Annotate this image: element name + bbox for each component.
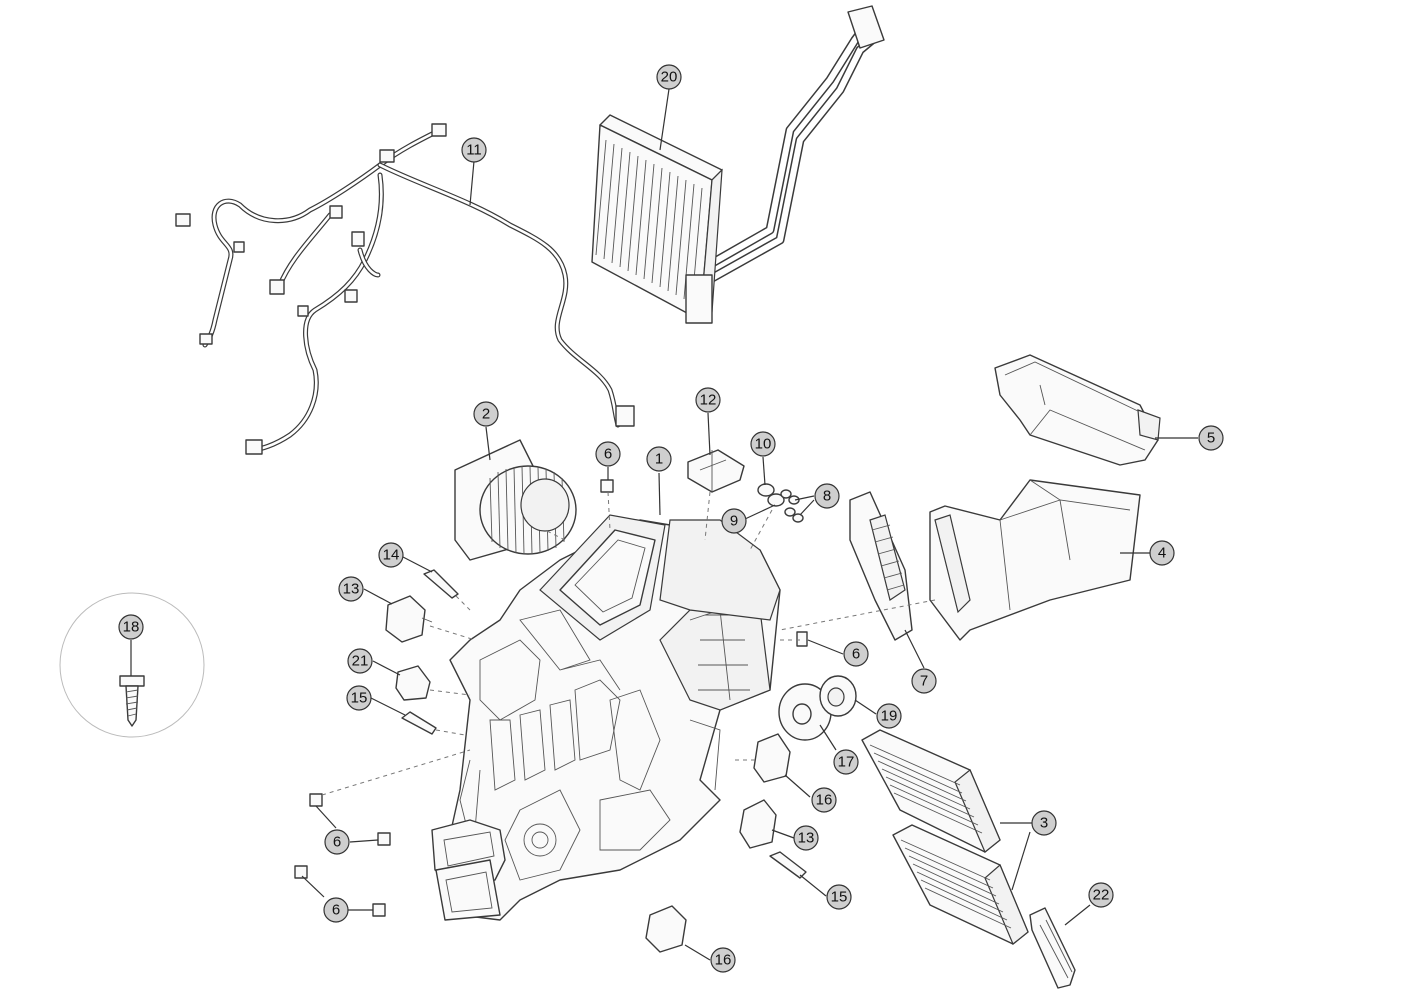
o-rings (757, 483, 804, 523)
clip-nuts (294, 479, 808, 917)
actuator-12 (687, 449, 745, 493)
callout-21: 21 (347, 648, 373, 674)
svg-text:4: 4 (1158, 545, 1166, 562)
assembly-lines (321, 491, 936, 796)
callout-2: 2 (473, 401, 499, 427)
blower-motor (454, 439, 577, 561)
connector-icon (615, 405, 635, 427)
leader-lines (130, 88, 1198, 961)
svg-text:1: 1 (655, 451, 663, 468)
callout-6-top: 6 (595, 441, 621, 467)
callout-4: 4 (1149, 540, 1175, 566)
svg-text:2: 2 (482, 406, 490, 423)
connector-icon (269, 279, 285, 295)
svg-text:10: 10 (755, 436, 772, 453)
filter-frame (849, 491, 913, 641)
callout-16-right: 16 (811, 787, 837, 813)
connector-icon (175, 213, 191, 227)
callout-19: 19 (876, 703, 902, 729)
svg-text:3: 3 (1040, 815, 1048, 832)
actuator-21 (395, 665, 431, 701)
actuator-16-lower (645, 905, 687, 953)
sensor-14 (423, 569, 459, 599)
callout-5: 5 (1198, 425, 1224, 451)
sensor-15-right (769, 851, 807, 879)
callout-7: 7 (911, 668, 937, 694)
intake-cover (994, 354, 1161, 466)
callout-9: 9 (721, 508, 747, 534)
callout-12: 12 (695, 387, 721, 413)
evaporator-core (591, 5, 885, 324)
intake-duct (929, 479, 1141, 641)
svg-text:5: 5 (1207, 430, 1215, 447)
svg-text:7: 7 (920, 673, 928, 690)
svg-text:21: 21 (352, 653, 369, 670)
svg-text:11: 11 (466, 142, 482, 159)
callout-17: 17 (833, 749, 859, 775)
svg-text:6: 6 (332, 902, 340, 919)
svg-text:6: 6 (852, 646, 860, 663)
connector-icon (379, 149, 395, 163)
callout-14: 14 (378, 542, 404, 568)
callout-15-right: 15 (826, 884, 852, 910)
callout-16-bottom: 16 (710, 947, 736, 973)
svg-text:16: 16 (715, 952, 732, 969)
svg-text:6: 6 (604, 446, 612, 463)
svg-text:20: 20 (661, 69, 678, 86)
connector-icon (351, 231, 365, 247)
callout-22: 22 (1088, 882, 1114, 908)
wiring-harness (175, 123, 635, 455)
cabin-filter-lower (892, 824, 1029, 945)
svg-text:12: 12 (700, 392, 717, 409)
svg-text:13: 13 (343, 581, 360, 598)
callout-6-left-upper: 6 (324, 829, 350, 855)
callout-1: 1 (646, 446, 672, 472)
callout-3: 3 (1031, 810, 1057, 836)
actuator-13-left (385, 595, 433, 643)
connector-icon (233, 241, 245, 253)
detail-circle-screw (59, 592, 205, 738)
svg-text:15: 15 (351, 690, 368, 707)
svg-text:13: 13 (798, 830, 815, 847)
svg-text:14: 14 (383, 547, 400, 564)
svg-text:15: 15 (831, 889, 848, 906)
callout-6-right: 6 (843, 641, 869, 667)
connector-icon (199, 333, 213, 345)
hvac-housing (431, 514, 781, 921)
callout-20: 20 (656, 64, 682, 90)
svg-text:18: 18 (123, 619, 140, 636)
sensor-15-left (401, 711, 437, 735)
callout-11: 11 (461, 137, 487, 163)
actuator-13-right (739, 799, 777, 849)
callout-8: 8 (814, 483, 840, 509)
connector-icon (245, 439, 263, 455)
svg-text:9: 9 (730, 513, 738, 530)
filter-door (1029, 907, 1076, 989)
svg-text:16: 16 (816, 792, 833, 809)
connector-icon (431, 123, 447, 137)
connector-icon (344, 289, 358, 303)
callout-18: 18 (118, 614, 144, 640)
svg-text:19: 19 (881, 708, 898, 725)
callout-15-left: 15 (346, 685, 372, 711)
connector-icon (297, 305, 309, 317)
callout-6-left-lower: 6 (323, 897, 349, 923)
cabin-filter-upper (861, 729, 1001, 853)
foam-seal-19 (819, 675, 857, 717)
svg-text:8: 8 (823, 488, 831, 505)
connector-icon (329, 205, 343, 219)
callout-13-left: 13 (338, 576, 364, 602)
actuator-16-upper (753, 733, 791, 783)
callout-10: 10 (750, 431, 776, 457)
svg-text:22: 22 (1093, 887, 1110, 904)
svg-text:17: 17 (838, 754, 855, 771)
callout-13-right: 13 (793, 825, 819, 851)
svg-text:6: 6 (333, 834, 341, 851)
